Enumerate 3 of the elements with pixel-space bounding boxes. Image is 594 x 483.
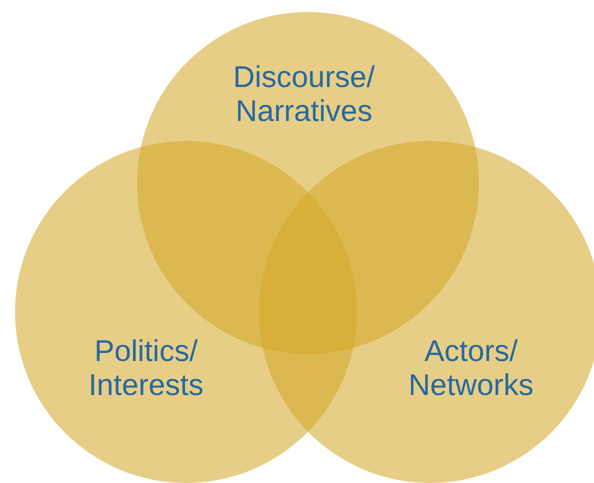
circle-label: Actors/ Networks (407, 335, 535, 403)
circle-label: Politics/ Interests (87, 335, 205, 403)
circle-label: Discourse/ Narratives (232, 61, 376, 129)
